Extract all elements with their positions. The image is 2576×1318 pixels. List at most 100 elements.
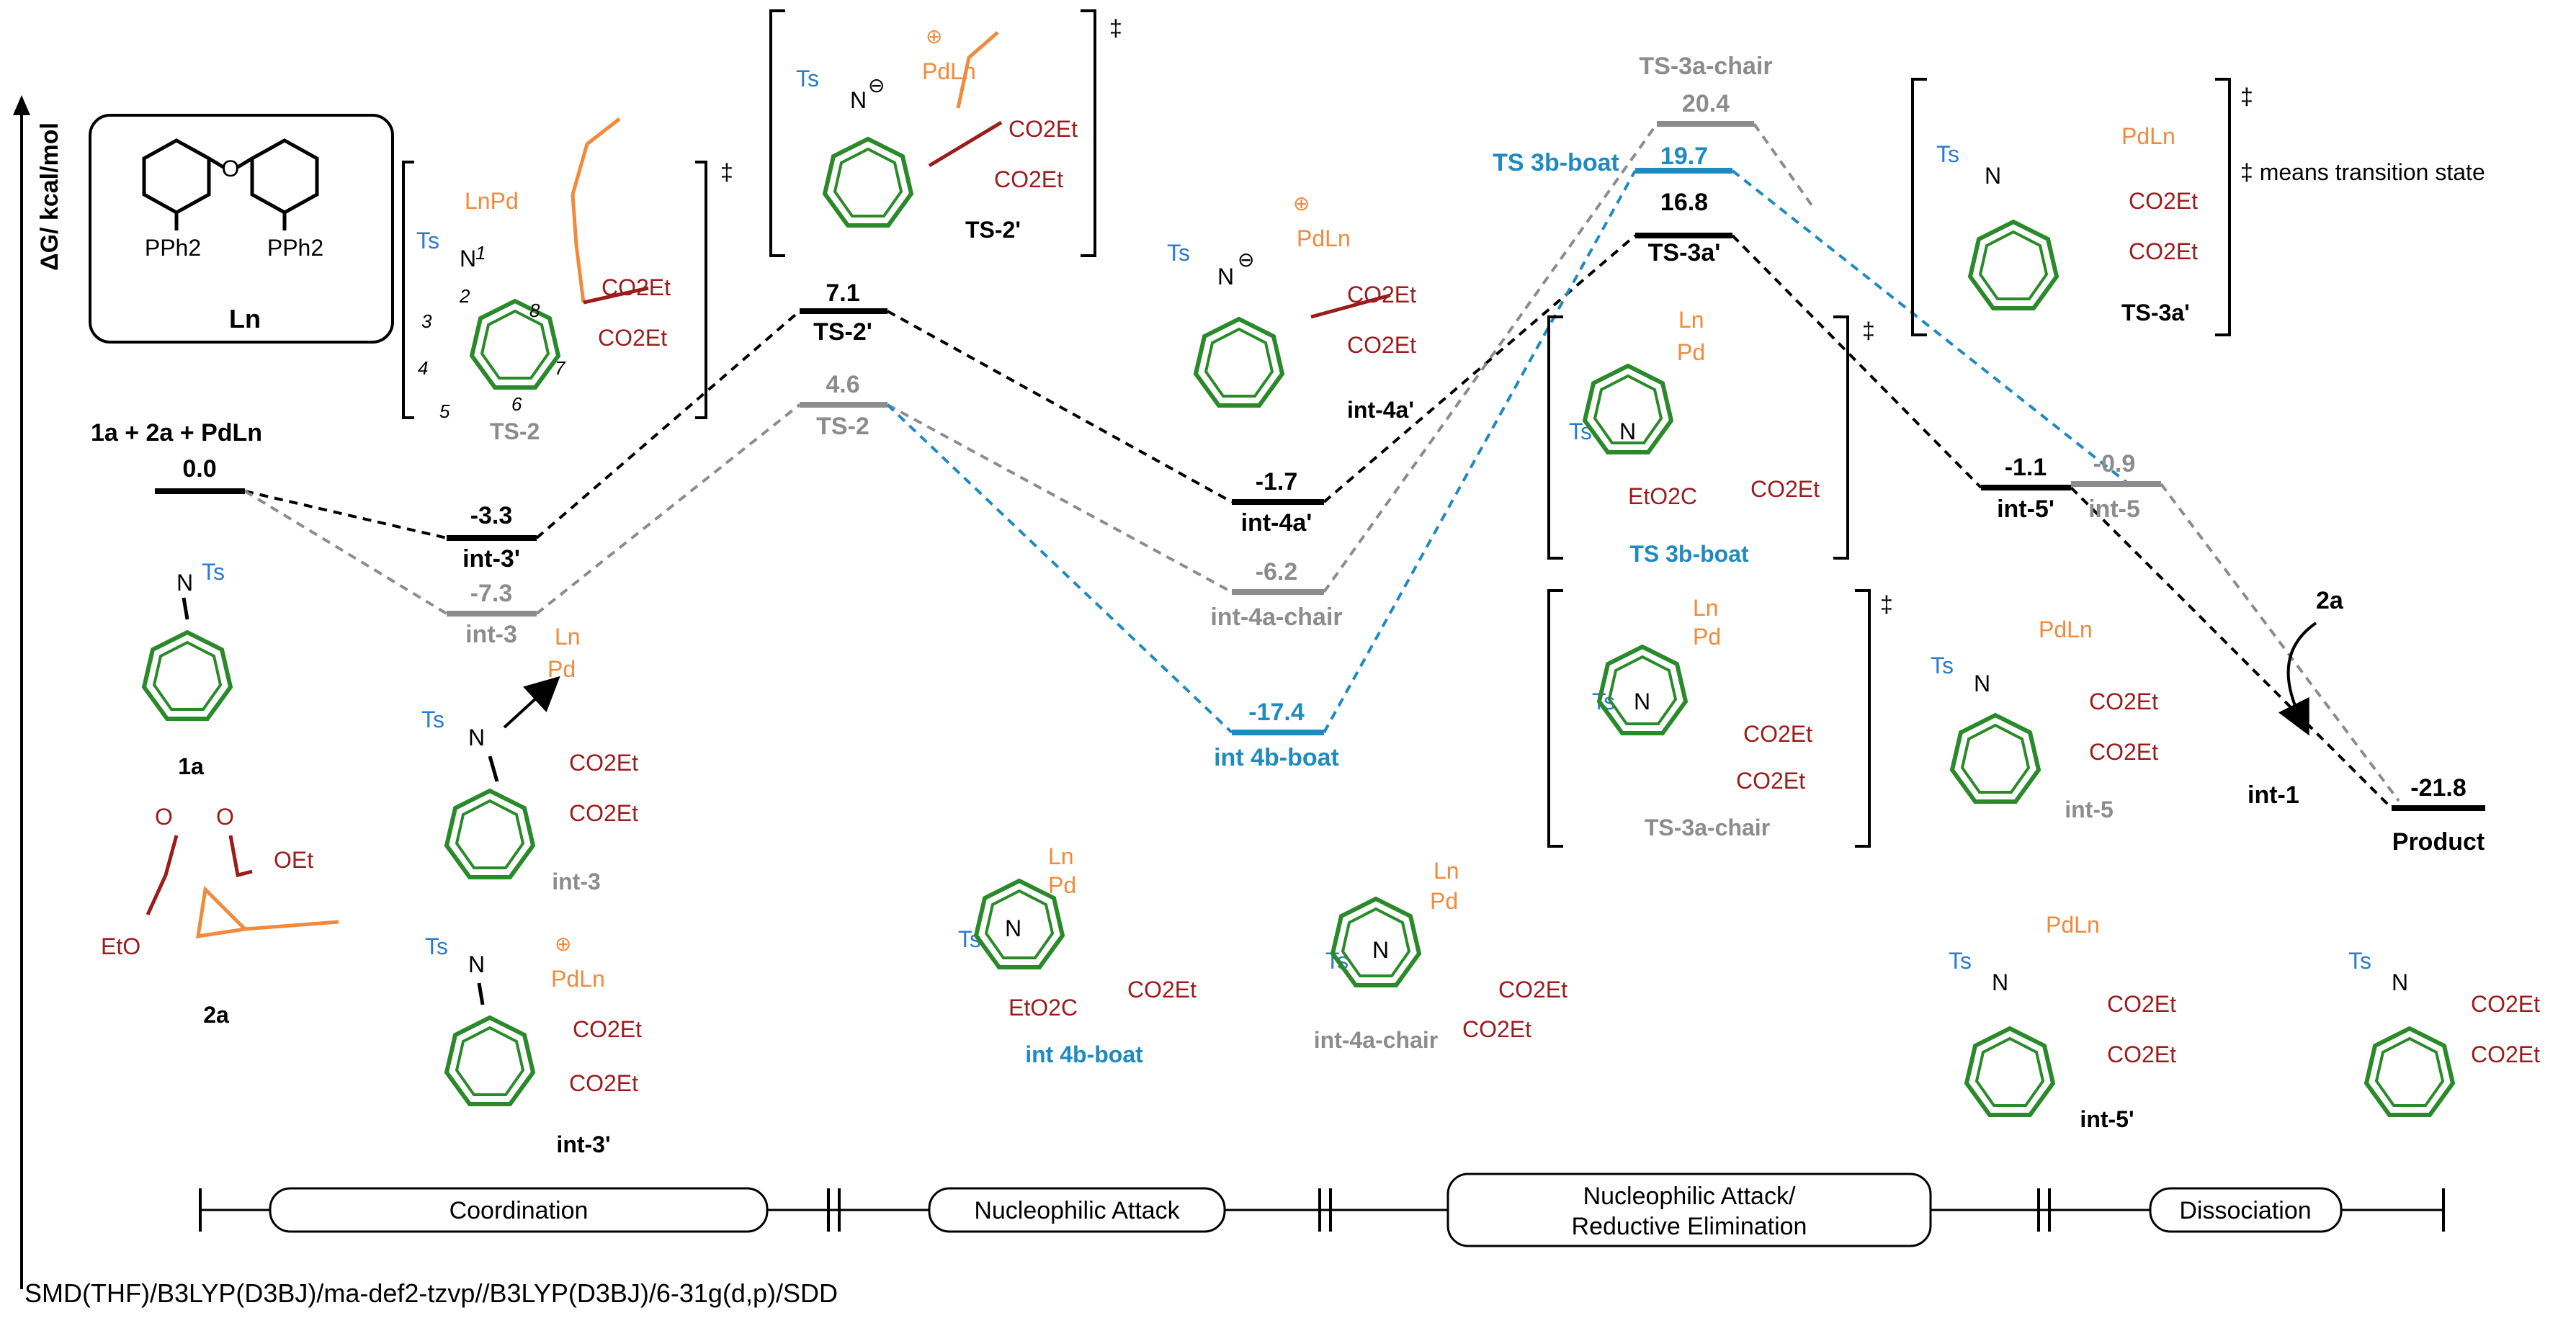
- name-prod: Product: [2392, 828, 2485, 856]
- level-labels: 1a + 2a + PdLn 0.0 -3.3 int-3' -7.3 int-…: [91, 53, 2485, 856]
- svg-text:CO2Et: CO2Et: [994, 166, 1063, 192]
- svg-text:int-4a-chair: int-4a-chair: [1314, 1027, 1438, 1053]
- svg-text:TS-3a-chair: TS-3a-chair: [1645, 815, 1770, 840]
- svg-text:CO2Et: CO2Et: [1462, 1016, 1531, 1042]
- svg-text:TS 3b-boat: TS 3b-boat: [1629, 541, 1749, 567]
- svg-text:TS-2: TS-2: [490, 418, 540, 444]
- svg-text:CO2Et: CO2Et: [1750, 476, 1820, 502]
- svg-text:Ln: Ln: [1048, 843, 1074, 869]
- value-int3: -7.3: [470, 580, 513, 607]
- svg-text:‡: ‡: [2240, 84, 2253, 109]
- svg-text:Pd: Pd: [1693, 624, 1721, 650]
- svg-text:6: 6: [511, 393, 522, 415]
- value-ts2: 4.6: [826, 371, 859, 398]
- stage-nucleophilic-attack-2: Nucleophilic Attack/: [1583, 1183, 1796, 1210]
- svg-text:PdLn: PdLn: [551, 966, 605, 992]
- svg-text:int-3': int-3': [556, 1131, 610, 1157]
- svg-text:N: N: [2392, 969, 2408, 995]
- svg-text:EtO: EtO: [101, 933, 140, 959]
- product-structure: Ts N CO2Et CO2Et: [2348, 948, 2540, 1115]
- svg-text:N: N: [468, 951, 485, 977]
- svg-text:CO2Et: CO2Et: [2089, 689, 2158, 714]
- name-int5p: int-5': [1997, 496, 2054, 523]
- svg-text:int-3: int-3: [552, 869, 601, 895]
- ts3ac-structure: ‡ Ln Pd Ts N CO2Et CO2Et TS-3a-chair: [1547, 589, 1893, 848]
- svg-text:Ts: Ts: [421, 707, 444, 732]
- svg-text:N: N: [468, 725, 485, 750]
- svg-text:8: 8: [529, 300, 540, 321]
- svg-text:⊕: ⊕: [926, 25, 942, 48]
- svg-text:4: 4: [418, 357, 428, 379]
- name-int4ap: int-4a': [1241, 509, 1312, 537]
- svg-text:5: 5: [439, 400, 450, 422]
- svg-text:N: N: [1634, 689, 1650, 714]
- svg-text:CO2Et: CO2Et: [1498, 977, 1567, 1003]
- svg-text:Ts: Ts: [1167, 240, 1190, 266]
- value-int4b: -17.4: [1248, 699, 1305, 726]
- svg-text:CO2Et: CO2Et: [601, 274, 671, 300]
- svg-text:‡: ‡: [1862, 318, 1875, 344]
- value-ts2p: 7.1: [826, 279, 859, 307]
- svg-text:⊖: ⊖: [1238, 248, 1254, 271]
- svg-text:Pd: Pd: [1048, 872, 1076, 898]
- stage-nucleophilic-attack: Nucleophilic Attack: [974, 1197, 1180, 1224]
- svg-text:N: N: [1619, 418, 1636, 444]
- svg-text:PdLn: PdLn: [2046, 912, 2100, 938]
- svg-text:Ln: Ln: [1434, 858, 1459, 884]
- svg-text:CO2Et: CO2Et: [2471, 1041, 2540, 1067]
- svg-text:CO2Et: CO2Et: [569, 750, 638, 776]
- ts3ap-structure: ‡ ‡ means transition state Ts N PdLn CO2…: [1911, 78, 2485, 336]
- method-footnote: SMD(THF)/B3LYP(D3BJ)/ma-def2-tzvp//B3LYP…: [24, 1278, 838, 1308]
- svg-text:CO2Et: CO2Et: [1009, 116, 1078, 142]
- svg-text:⊕: ⊕: [1293, 192, 1310, 215]
- svg-text:Ts: Ts: [202, 559, 225, 585]
- s2a-structure: O O OEt EtO 2a: [101, 804, 339, 1028]
- svg-text:Ts: Ts: [796, 66, 819, 91]
- name-int4b: int 4b-boat: [1214, 744, 1339, 771]
- svg-text:CO2Et: CO2Et: [598, 325, 667, 351]
- name-ts3bb: TS 3b-boat: [1493, 149, 1619, 176]
- value-int5: -0.9: [2093, 450, 2136, 478]
- svg-text:CO2Et: CO2Et: [569, 800, 638, 826]
- svg-text:Ts: Ts: [2348, 948, 2371, 974]
- ligand-structure: O PPh2 PPh2 Ln: [89, 114, 394, 344]
- svg-text:Ts: Ts: [1936, 141, 1959, 167]
- int5p-structure: PdLn Ts N CO2Et CO2Et int-5': [1949, 912, 2176, 1132]
- name-int3p: int-3': [462, 545, 520, 573]
- svg-text:Ln: Ln: [1693, 595, 1719, 621]
- value-prod: -21.8: [2410, 774, 2467, 802]
- svg-text:Ts: Ts: [425, 933, 448, 959]
- svg-text:PdLn: PdLn: [1297, 225, 1351, 251]
- svg-text:int-4a': int-4a': [1347, 397, 1414, 423]
- ts3bb-structure: ‡ Ln Pd Ts N EtO2C CO2Et TS 3b-boat: [1547, 307, 1875, 567]
- svg-text:int-5: int-5: [2065, 797, 2114, 822]
- int3p-structure: ⊕ PdLn Ts N CO2Et CO2Et int-3': [425, 933, 642, 1157]
- name-int3: int-3: [465, 621, 517, 648]
- svg-text:CO2Et: CO2Et: [1347, 332, 1416, 358]
- svg-text:‡: ‡: [1880, 591, 1893, 617]
- svg-text:N: N: [850, 87, 867, 113]
- value-start: 0.0: [182, 455, 216, 483]
- svg-text:Ln: Ln: [1678, 307, 1704, 333]
- svg-text:O: O: [222, 156, 240, 181]
- svg-text:Ts: Ts: [1931, 653, 1954, 678]
- svg-text:7: 7: [555, 357, 566, 379]
- svg-text:Pd: Pd: [547, 656, 576, 682]
- int3-structure: Ln Pd Ts N CO2Et CO2Et int-3: [421, 624, 638, 895]
- ts2-structure: ‡ LnPd Ts N 1 CO2Et CO2Et 2 3 4 5 6 7 8 …: [402, 117, 733, 444]
- level-bars: [155, 121, 2485, 811]
- name-start: 1a + 2a + PdLn: [91, 419, 262, 447]
- svg-text:CO2Et: CO2Et: [2089, 739, 2158, 765]
- svg-text:CO2Et: CO2Et: [2471, 991, 2540, 1017]
- value-int5p: -1.1: [2005, 454, 2047, 481]
- svg-text:Pd: Pd: [1430, 888, 1458, 914]
- value-int4a: -6.2: [1256, 558, 1298, 586]
- svg-text:3: 3: [421, 310, 432, 332]
- name-ts3ac: TS-3a-chair: [1639, 53, 1772, 80]
- name-int4a: int-4a-chair: [1210, 604, 1342, 631]
- svg-text:2: 2: [459, 285, 470, 307]
- name-ts2p: TS-2': [813, 318, 872, 346]
- svg-text:O: O: [216, 804, 234, 830]
- svg-text:‡: ‡: [1109, 15, 1122, 41]
